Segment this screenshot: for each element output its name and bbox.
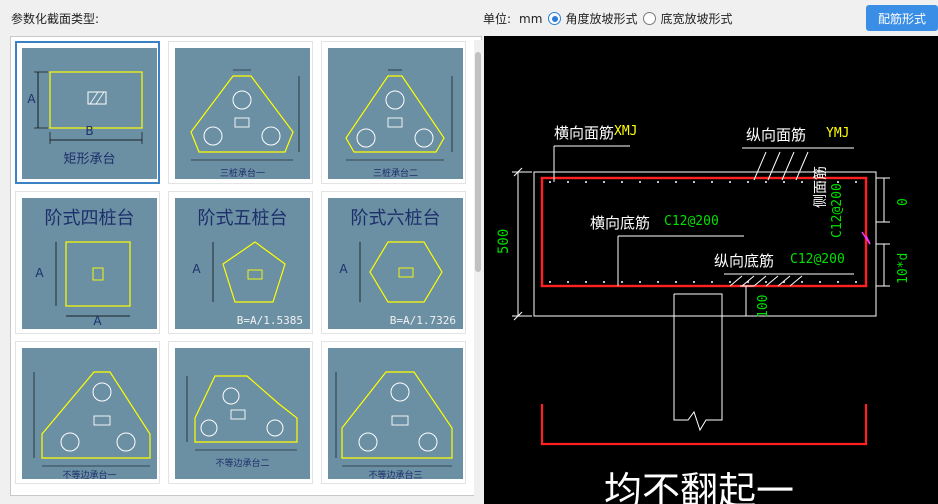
stepped-four-pile-diagram xyxy=(55,241,131,317)
unequal-cap-3-diagram xyxy=(335,371,453,467)
unequal-cap-2-diagram xyxy=(186,375,298,451)
radio-angle-slope[interactable]: 角度放坡形式 xyxy=(548,10,637,27)
unit-label: 单位: xyxy=(483,12,512,26)
dim-a-label: A xyxy=(27,92,36,106)
tile-stepped-six-pile[interactable]: 阶式六桩台 A B=A/1.7326 xyxy=(321,191,466,334)
rebar-section-drawing xyxy=(512,145,890,446)
tile-unequal-cap-2[interactable]: 不等边承台二 xyxy=(168,341,313,484)
rebar-config-button[interactable]: 配筋形式 xyxy=(866,5,938,31)
tile-label: 不等边承台三 xyxy=(368,471,423,479)
tile-rect-cap[interactable]: A B 矩形承台 xyxy=(15,41,160,184)
label-bottom-y-cn: 纵向底筋 xyxy=(714,252,775,270)
tile-image: 三桩承台二 xyxy=(328,48,463,179)
tile-three-pile-cap-1[interactable]: 三桩承台一 xyxy=(168,41,313,184)
tile-image: A B 矩形承台 xyxy=(22,48,157,179)
tile-label: 三桩承台二 xyxy=(372,169,418,179)
three-pile-cap-2-diagram xyxy=(345,69,453,161)
label-bottom-y-code: C12@200 xyxy=(790,252,845,267)
tile-image: 不等边承台二 xyxy=(175,348,310,479)
tile-label: 阶式六桩台 xyxy=(350,208,441,229)
label-side-code: C12@200 xyxy=(830,183,845,238)
radio-width-label: 底宽放坡形式 xyxy=(660,12,733,26)
tile-image: 三桩承台一 xyxy=(175,48,310,179)
tile-label: 阶式四桩台 xyxy=(44,208,135,229)
label-xmj-cn: 横向面筋 xyxy=(554,124,615,142)
three-pile-cap-1-diagram xyxy=(190,69,300,161)
stepped-five-pile-diagram xyxy=(212,241,286,303)
section-type-gallery: A B 矩形承台 三桩承台一 xyxy=(10,36,482,496)
tile-image: 阶式五桩台 A B=A/1.5385 xyxy=(175,198,310,329)
dim-a-label: A xyxy=(35,266,44,280)
label-xmj-code: XMJ xyxy=(614,124,638,139)
formula-label: B=A/1.7326 xyxy=(389,314,456,327)
tile-label: 不等边承台二 xyxy=(215,459,270,469)
unit-value: mm xyxy=(519,11,543,26)
label-ymj-code: YMJ xyxy=(826,126,850,141)
rect-cap-diagram xyxy=(34,71,143,144)
dim-height-500: 500 xyxy=(496,228,512,254)
scrollbar-thumb[interactable] xyxy=(475,52,481,272)
stepped-six-pile-diagram xyxy=(359,241,443,303)
toolbar: 参数化截面类型: 单位: mm 角度放坡形式 底宽放坡形式 配筋形式 xyxy=(0,0,938,36)
dim-right-side: 10*d xyxy=(896,252,911,284)
tile-label: 矩形承台 xyxy=(63,152,116,167)
dim-bottom-100: 100 xyxy=(756,294,771,318)
tile-unequal-cap-3[interactable]: 不等边承台三 xyxy=(321,341,466,484)
rebar-preview-canvas: 横向面筋 XMJ 纵向面筋 YMJ 横向底筋 C12@200 纵向底筋 C12@… xyxy=(484,36,938,504)
tile-stepped-four-pile[interactable]: 阶式四桩台 A A xyxy=(15,191,160,334)
radio-width-slope[interactable]: 底宽放坡形式 xyxy=(643,10,732,27)
unit-group: 单位: mm 角度放坡形式 底宽放坡形式 xyxy=(483,10,732,27)
label-bottom-x-cn: 横向底筋 xyxy=(590,214,651,232)
unequal-cap-1-diagram xyxy=(33,371,151,467)
label-bottom-x-code: C12@200 xyxy=(664,214,719,229)
tile-label: 阶式五桩台 xyxy=(197,208,288,229)
label-ymj-cn: 纵向面筋 xyxy=(746,126,807,144)
param-section-label: 参数化截面类型: xyxy=(11,12,100,26)
bottom-caption: 均不翻起一 xyxy=(604,469,795,504)
tile-image: 不等边承台一 xyxy=(22,348,157,479)
tile-image: 阶式四桩台 A A xyxy=(22,198,157,329)
dim-right-top: 0 xyxy=(896,198,911,206)
tile-stepped-five-pile[interactable]: 阶式五桩台 A B=A/1.5385 xyxy=(168,191,313,334)
tile-label: 三桩承台一 xyxy=(219,169,265,179)
dim-b-label: B xyxy=(85,124,94,138)
tile-image: 阶式六桩台 A B=A/1.7326 xyxy=(328,198,463,329)
label-side-cn: 侧面筋 xyxy=(813,166,829,208)
dim-a-label: A xyxy=(339,262,348,276)
dim-b-label: A xyxy=(93,314,102,328)
radio-dot[interactable] xyxy=(643,12,657,25)
formula-label: B=A/1.5385 xyxy=(236,314,303,327)
radio-angle-label: 角度放坡形式 xyxy=(565,12,638,26)
tile-image: 不等边承台三 xyxy=(328,348,463,479)
dim-a-label: A xyxy=(192,262,201,276)
gallery-scrollbar[interactable] xyxy=(474,40,482,496)
radio-dot-selected[interactable] xyxy=(548,12,562,25)
tile-unequal-cap-1[interactable]: 不等边承台一 xyxy=(15,341,160,484)
tile-label: 不等边承台一 xyxy=(62,471,117,479)
tile-three-pile-cap-2[interactable]: 三桩承台二 xyxy=(321,41,466,184)
